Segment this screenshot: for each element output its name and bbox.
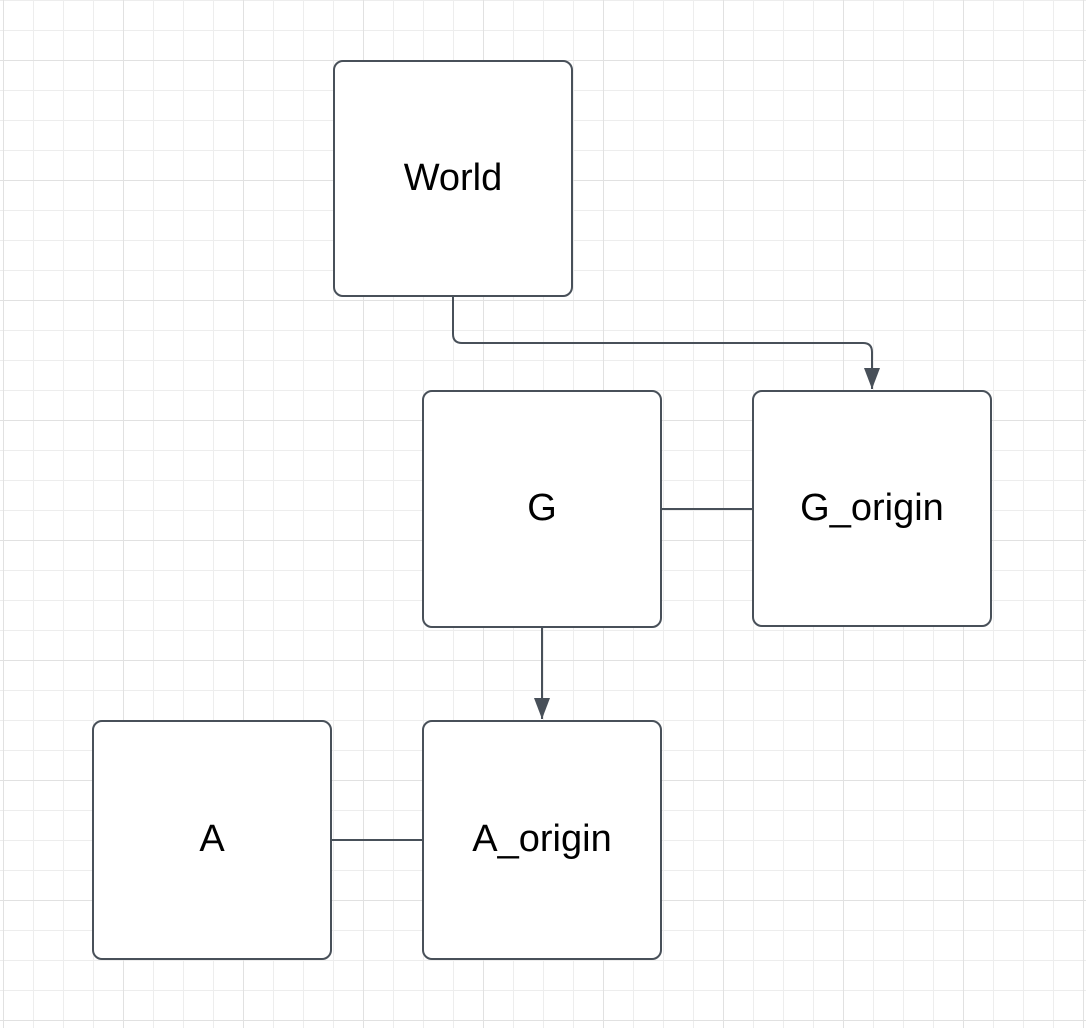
node-g[interactable]: G	[422, 390, 662, 628]
node-a[interactable]: A	[92, 720, 332, 960]
edge-world-g_origin[interactable]	[452, 297, 880, 389]
node-label: G_origin	[800, 486, 944, 529]
node-a_origin[interactable]: A_origin	[422, 720, 662, 960]
node-g_origin[interactable]: G_origin	[752, 390, 992, 627]
node-label: A	[199, 818, 225, 861]
node-label: A_origin	[472, 818, 612, 861]
node-label: World	[403, 156, 503, 199]
node-world[interactable]: World	[333, 60, 573, 297]
node-label: G	[527, 487, 557, 530]
